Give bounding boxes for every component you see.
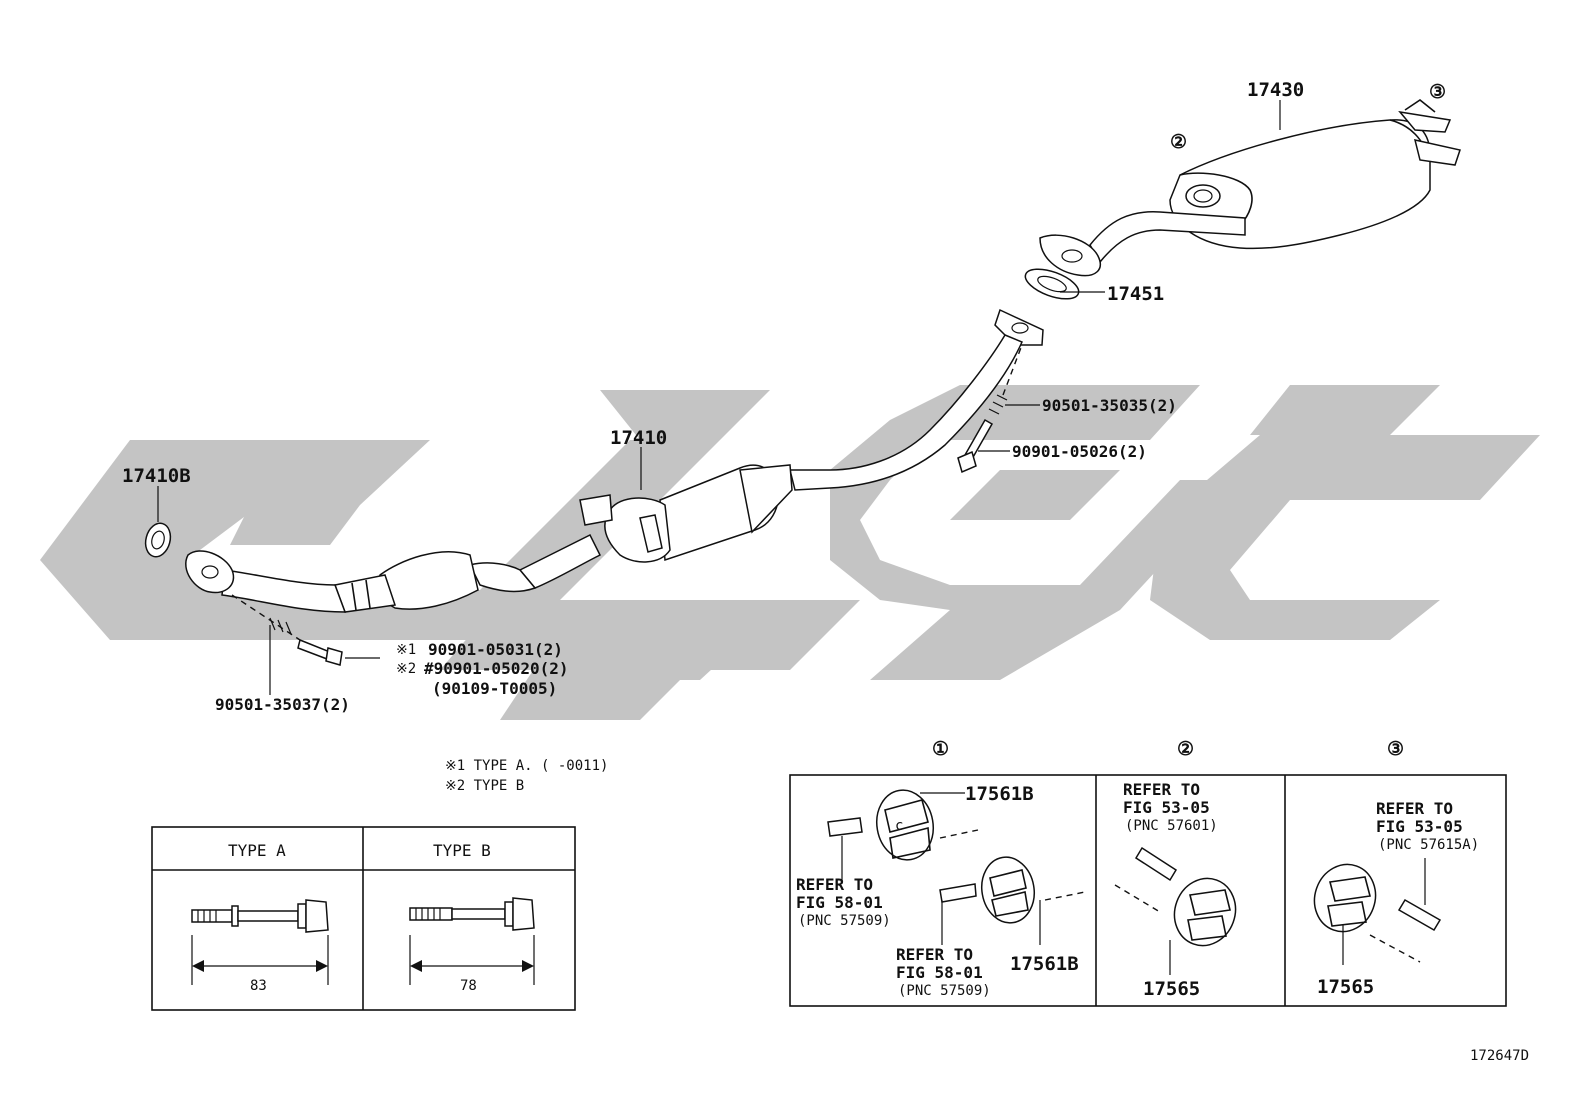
hanger-panel-3: REFER TO FIG 53-05 (PNC 57615A) 17565	[1313, 799, 1479, 998]
panel3-part: 17565	[1317, 976, 1374, 998]
label-90501-35035: 90501-35035(2)	[1042, 396, 1177, 415]
diagram-id-code: 172647D	[1470, 1048, 1529, 1064]
hanger-panel-1: c 17561B 17561B REFER TO FIG 58-01 (PNC …	[796, 783, 1086, 999]
label-17410: 17410	[610, 427, 667, 449]
type-b-header: TYPE B	[433, 841, 491, 860]
label-90901-05020: #90901-05020(2)	[424, 659, 569, 678]
label-17430: 17430	[1247, 79, 1304, 101]
type-notes: ※1 TYPE A. ( -0011) ※2 TYPE B	[445, 758, 608, 794]
bolt-type-b	[409, 897, 535, 985]
part-number-labels: 17430 17451 17410 17410B 90501-35035(2) …	[122, 79, 1304, 714]
bolt-length-table: TYPE A TYPE B 83 78	[151, 826, 576, 1011]
type-a-length: 83	[250, 978, 267, 994]
label-90901-05026: 90901-05026(2)	[1012, 442, 1147, 461]
panel1-part-bottom: 17561B	[1010, 953, 1079, 975]
label-90501-35037: 90501-35037(2)	[215, 695, 350, 714]
panel1-ref1-line2: FIG 58-01	[796, 893, 883, 912]
panel1-ref1-line1: REFER TO	[796, 875, 873, 894]
ring-gasket-17410b	[144, 522, 172, 558]
muffler	[1039, 99, 1461, 277]
panel2-ref-line1: REFER TO	[1123, 780, 1200, 799]
panel-callout-1: ①	[932, 738, 949, 760]
type-b-length: 78	[460, 978, 477, 994]
note-type-b: ※2 TYPE B	[445, 778, 524, 794]
rear-spring-bolt	[957, 344, 1023, 474]
type-a-header: TYPE A	[228, 841, 286, 860]
svg-text:c: c	[895, 818, 903, 834]
bolt-type-a	[191, 899, 329, 985]
panel1-ref2-line1: REFER TO	[896, 945, 973, 964]
panel1-ref1-line3: (PNC 57509)	[798, 913, 891, 929]
mark-2: ※2	[396, 661, 416, 677]
panel3-ref-line1: REFER TO	[1376, 799, 1453, 818]
panel3-ref-line3: (PNC 57615A)	[1378, 837, 1479, 853]
panel-callout-3: ③	[1387, 738, 1404, 760]
front-pipe-17410	[185, 308, 1044, 613]
note-type-a: ※1 TYPE A. ( -0011)	[445, 758, 608, 774]
label-17451: 17451	[1107, 283, 1164, 305]
panel1-part-top: 17561B	[965, 783, 1034, 805]
label-90109-t0005: (90109-T0005)	[432, 679, 557, 698]
panel-callout-2: ②	[1177, 738, 1194, 760]
callout-3-muffler: ③	[1429, 81, 1446, 103]
muffler-callouts: ② ③	[1170, 81, 1446, 153]
label-17410b: 17410B	[122, 465, 191, 487]
mark-1: ※1	[396, 642, 416, 658]
front-spring-bolt	[231, 594, 343, 666]
panel2-ref-line3: (PNC 57601)	[1125, 818, 1218, 834]
callout-2-muffler: ②	[1170, 131, 1187, 153]
panel3-ref-line2: FIG 53-05	[1376, 817, 1463, 836]
watermark-logo	[40, 385, 1540, 720]
gasket-17451	[1024, 268, 1080, 300]
leader-lines	[157, 100, 1281, 695]
hanger-panels: ① ② ③ c 17561B 17561B REFER TO FIG 58-	[789, 738, 1507, 1007]
panel1-ref2-line3: (PNC 57509)	[898, 983, 991, 999]
panel2-part: 17565	[1143, 978, 1200, 1000]
hanger-panel-2: REFER TO FIG 53-05 (PNC 57601) 17565	[1114, 780, 1237, 1000]
panel2-ref-line2: FIG 53-05	[1123, 798, 1210, 817]
label-90901-05031: 90901-05031(2)	[428, 640, 563, 659]
panel1-ref2-line2: FIG 58-01	[896, 963, 983, 982]
